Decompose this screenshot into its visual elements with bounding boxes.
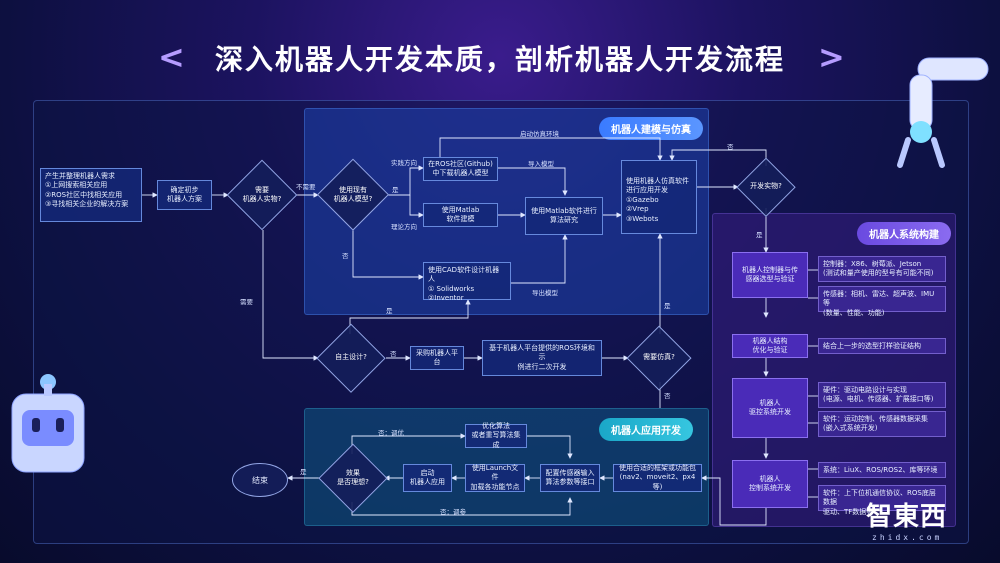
driver-system-box: 机器人 驱控系统开发 xyxy=(732,378,808,438)
sys-panel-title: 机器人系统构建 xyxy=(857,222,951,245)
matlab-modeling-box: 使用Matlab 软件建模 xyxy=(423,203,498,227)
label-theory: 理论方向 xyxy=(391,223,417,231)
label-yes-model: 是 xyxy=(392,186,399,194)
robot-arm-illustration xyxy=(897,57,989,168)
launch-file-box: 使用Launch文件 加载各功能节点 xyxy=(465,464,525,492)
label-export-model: 导出模型 xyxy=(532,289,558,297)
self-design-decision: 自主设计? xyxy=(318,325,384,391)
zhidx-url: zhidx.com xyxy=(872,533,943,542)
label-import-model: 导入模型 xyxy=(528,160,554,168)
app-panel-title: 机器人应用开发 xyxy=(599,418,693,441)
config-interface-box: 配置传感器输入 算法参数等接口 xyxy=(540,464,600,492)
label-practice: 实践方向 xyxy=(391,159,417,167)
cad-design-box: 使用CAD软件设计机器人 ① Solidworks ②Inventor xyxy=(423,262,511,302)
controller-note: 控制器：X86、树莓派、Jetson (测试和量产使用的型号有可能不同) xyxy=(818,256,946,282)
optimize-algorithm-box: 优化算法 或者重写算法集成 xyxy=(465,422,527,449)
page-title: 深入机器人开发本质，剖析机器人开发流程 xyxy=(214,43,785,76)
need-real-robot-decision: 需要 机器人实物? xyxy=(228,161,296,229)
develop-real-decision: 开发实物? xyxy=(738,159,794,215)
effect-ok-decision: 效果 是否理想? xyxy=(320,445,386,511)
label-no-need-sim: 否 xyxy=(664,392,671,400)
title-right-chevron: > xyxy=(818,38,845,76)
ros-model-download-box: 在ROS社区(Github) 中下载机器人模型 xyxy=(423,157,498,181)
start-app-box: 启动 机器人应用 xyxy=(403,464,452,492)
label-no-tune: 否：调优 xyxy=(378,429,404,437)
buy-platform-box: 采购机器人平台 xyxy=(410,346,464,370)
label-yes-need-sim: 是 xyxy=(664,302,671,310)
system-note: 系统：LiuX、ROS/ROS2、库等环境 xyxy=(818,462,946,478)
zhidx-logo: 智東西 xyxy=(866,502,948,532)
label-no-need: 不需要 xyxy=(296,183,316,191)
use-existing-model-decision: 使用现有 机器人模型? xyxy=(318,160,388,230)
need-simulation-decision: 需要仿真? xyxy=(628,327,690,389)
label-no-model: 否 xyxy=(342,252,349,260)
title-left-chevron: < xyxy=(158,38,185,76)
label-launch-sim-env: 启动仿真环境 xyxy=(520,130,559,138)
requirements-box: 产生并整理机器人需求 ①上网搜索相关应用 ②ROS社区中找相关应用 ③寻找相关企… xyxy=(40,168,142,222)
structure-optimization-box: 机器人结构 优化与验证 xyxy=(732,334,808,358)
controller-selection-box: 机器人控制器与传 感器选型与验证 xyxy=(732,252,808,298)
ros-environment-box: 基于机器人平台提供的ROS环境和示 例进行二次开发 xyxy=(482,340,602,376)
structure-note: 结合上一步的选型打样验证结构 xyxy=(818,338,946,354)
software-comm-note: 软件：上下位机通信协议、ROS底层数据 驱动、TF数据等 xyxy=(818,485,946,516)
modeling-panel-title: 机器人建模与仿真 xyxy=(599,117,703,140)
label-no-dev-real: 否 xyxy=(727,143,734,151)
matlab-algorithm-box: 使用Matlab软件进行 算法研究 xyxy=(525,197,603,235)
label-no-self-design: 否 xyxy=(390,350,397,358)
robot-head-illustration xyxy=(11,374,85,473)
simulation-software-box: 使用机器人仿真软件 进行应用开发 ①Gazebo ②Vrep ③Webots xyxy=(621,160,697,234)
control-system-box: 机器人 控制系统开发 xyxy=(732,460,808,508)
end-node: 结束 xyxy=(232,463,288,497)
initial-plan-box: 确定初步 机器人方案 xyxy=(157,180,212,210)
sensor-note: 传感器：相机、雷达、超声波、IMU等 (数量、性能、功能) xyxy=(818,286,946,317)
label-yes-effect: 是 xyxy=(300,468,307,476)
label-yes-dev-real: 是 xyxy=(756,231,763,239)
label-need: 需要 xyxy=(240,298,253,306)
hardware-note: 硬件：驱动电路设计与实现 (电源、电机、传感器、扩展接口等) xyxy=(818,382,946,408)
framework-box: 使用合适的框架或功能包 (nav2、moveit2、px4等) xyxy=(613,464,702,492)
label-no-param: 否：调参 xyxy=(440,508,466,516)
label-yes-self-design: 是 xyxy=(386,307,393,315)
software-note: 软件：运动控制、传感器数据采集 (嵌入式系统开发) xyxy=(818,411,946,437)
